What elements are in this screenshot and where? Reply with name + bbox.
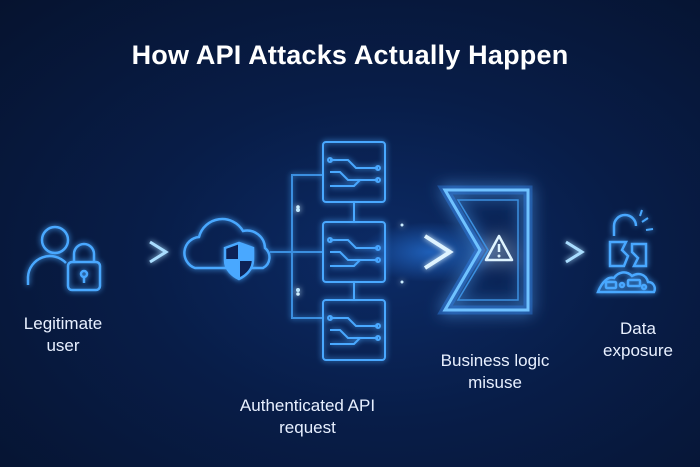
flow-arrow-1 bbox=[120, 240, 169, 264]
user-lock-icon bbox=[26, 225, 102, 292]
business-logic-warning-icon bbox=[437, 185, 533, 315]
diagram-title: How API Attacks Actually Happen bbox=[131, 40, 569, 70]
broken-lock-data-pile-icon bbox=[596, 209, 656, 294]
request-connectors bbox=[270, 174, 322, 319]
stage-label-business-logic-misuse: Business logic misuse bbox=[440, 351, 550, 392]
circuit-chip-icon bbox=[322, 141, 386, 203]
sparkle-dots bbox=[296, 205, 404, 296]
flow-arrow-3 bbox=[532, 240, 585, 264]
stage-label-authenticated-api-request: Authenticated API request bbox=[239, 396, 376, 437]
api-request-chips bbox=[322, 141, 386, 361]
cloud-shield-icon bbox=[183, 217, 271, 281]
circuit-chip-icon bbox=[322, 299, 386, 361]
stage-label-data-exposure: Data exposure bbox=[603, 319, 673, 360]
stage-label-legitimate-user: Legitimate user bbox=[23, 314, 103, 355]
